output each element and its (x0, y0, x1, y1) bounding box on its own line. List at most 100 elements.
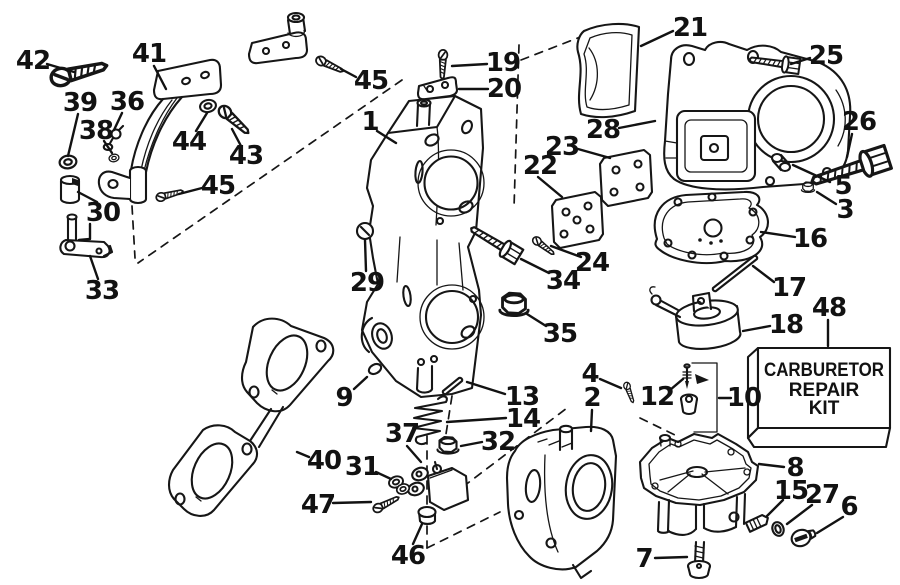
svg-text:45: 45 (201, 171, 235, 201)
sleeve-5 (770, 152, 792, 173)
intake-housing-28 (663, 40, 852, 191)
svg-text:17: 17 (772, 273, 806, 303)
throttle-lever-41 (97, 58, 223, 205)
part-label-45: 45 (339, 66, 389, 96)
part-label-15: 15 (765, 476, 809, 518)
part-label-3: 3 (815, 190, 855, 225)
svg-text:2: 2 (583, 383, 600, 413)
svg-text:24: 24 (575, 248, 609, 278)
part-label-39: 39 (63, 88, 98, 158)
diaphragm-16 (653, 190, 769, 265)
plate-20 (416, 76, 459, 101)
part-label-25: 25 (789, 41, 844, 71)
part-label-29: 29 (350, 238, 385, 298)
svg-text:42: 42 (16, 46, 50, 76)
nut-35 (498, 291, 530, 318)
part-label-47: 47 (301, 490, 373, 520)
svg-text:16: 16 (793, 224, 827, 254)
part-label-37: 37 (385, 419, 423, 464)
repair-kit-line1: CARBURETOR (764, 360, 884, 381)
nut-32 (436, 435, 460, 455)
svg-text:47: 47 (301, 490, 335, 520)
part-label-46: 46 (391, 522, 426, 571)
needle-15 (744, 514, 769, 533)
bracket-33 (59, 238, 114, 259)
part-label-27: 27 (785, 480, 840, 526)
part-label-32: 32 (459, 427, 516, 457)
part-label-10: 10 (717, 383, 762, 413)
svg-text:31: 31 (345, 452, 379, 482)
svg-text:23: 23 (545, 132, 579, 162)
part-label-20: 20 (457, 74, 522, 104)
part-label-35: 35 (525, 312, 578, 349)
svg-text:7: 7 (635, 544, 652, 574)
svg-text:32: 32 (481, 427, 515, 457)
main-carb-body-1 (360, 94, 485, 399)
svg-text:18: 18 (769, 310, 803, 340)
nut-3 (800, 181, 816, 193)
svg-text:1: 1 (361, 107, 378, 137)
svg-text:14: 14 (506, 404, 540, 434)
part-label-16: 16 (759, 224, 828, 254)
svg-text:21: 21 (673, 13, 707, 43)
part-label-12: 12 (640, 377, 685, 412)
plate-23 (598, 148, 654, 208)
spring-14 (411, 395, 448, 446)
svg-text:20: 20 (487, 74, 521, 104)
svg-text:10: 10 (727, 383, 761, 413)
part-label-17: 17 (751, 264, 807, 303)
part-label-8: 8 (757, 453, 805, 483)
part-label-45: 45 (177, 171, 236, 201)
screw-47 (370, 492, 402, 515)
plug-29 (355, 221, 375, 241)
repair-kit-box: CARBURETOR REPAIR KIT (746, 346, 892, 449)
part-label-31: 31 (345, 452, 393, 482)
svg-text:19: 19 (486, 48, 520, 78)
svg-text:13: 13 (505, 382, 539, 412)
plug-6 (790, 528, 817, 548)
part-label-33: 33 (85, 254, 120, 306)
clevis-37 (407, 460, 470, 512)
part-label-44: 44 (172, 111, 209, 157)
svg-text:45: 45 (354, 66, 388, 96)
cap-46 (417, 505, 437, 525)
svg-text:40: 40 (307, 446, 341, 476)
part-label-23: 23 (545, 132, 612, 162)
part-label-5: 5 (791, 163, 853, 201)
svg-text:5: 5 (834, 171, 851, 201)
part-label-13: 13 (465, 380, 540, 412)
svg-text:28: 28 (586, 115, 620, 145)
float-bowl-8 (638, 432, 760, 536)
part-label-18: 18 (741, 310, 804, 340)
svg-text:37: 37 (385, 419, 419, 449)
double-gasket-40 (167, 317, 335, 517)
part-label-36: 36 (110, 87, 145, 132)
part-label-24: 24 (549, 244, 610, 278)
oring-38 (107, 152, 121, 164)
svg-text:4: 4 (581, 359, 598, 389)
throttle-link-lever (247, 11, 309, 65)
svg-text:35: 35 (543, 319, 577, 349)
svg-text:34: 34 (546, 266, 580, 296)
kit-bracket-10 (691, 362, 718, 433)
screw-19 (436, 48, 449, 81)
needle-valve-12 (679, 363, 709, 416)
part-label-4: 4 (581, 359, 623, 390)
part-label-26: 26 (842, 107, 877, 159)
oval-9 (367, 362, 383, 376)
part-label-22: 22 (523, 151, 564, 199)
svg-text:36: 36 (110, 87, 144, 117)
svg-text:9: 9 (335, 383, 352, 413)
part-label-19: 19 (450, 48, 521, 78)
svg-text:39: 39 (63, 88, 97, 118)
repair-kit-line2: REPAIR (789, 380, 860, 401)
svg-text:33: 33 (85, 276, 119, 306)
lower-carb-body-2 (505, 424, 618, 580)
part-label-41: 41 (132, 39, 168, 91)
part-label-40: 40 (295, 446, 342, 476)
svg-text:27: 27 (805, 480, 839, 510)
svg-text:38: 38 (79, 116, 113, 146)
svg-text:26: 26 (842, 107, 876, 137)
